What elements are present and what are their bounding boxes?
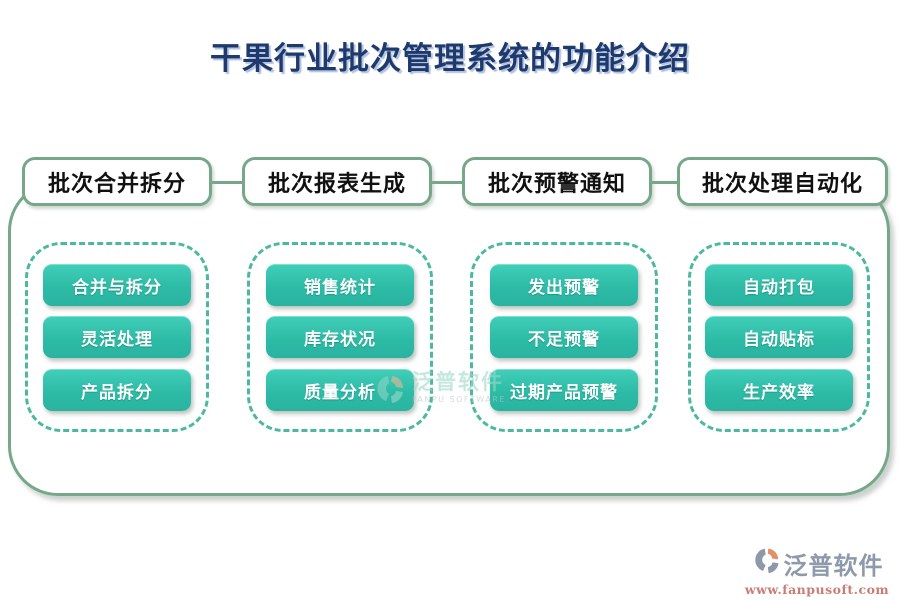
group-merge-split: 合并与拆分 灵活处理 产品拆分 (25, 242, 209, 432)
feature-pill: 产品拆分 (43, 368, 191, 411)
feature-pill: 过期产品预警 (490, 368, 638, 411)
group-warning: 发出预警 不足预警 过期产品预警 (470, 242, 658, 432)
footer-logo: 泛普软件 www.fanpusoft.com (744, 546, 890, 597)
feature-pill: 质量分析 (266, 368, 414, 411)
fanpu-logo-icon (751, 546, 782, 581)
group-automation: 自动打包 自动贴标 生产效率 (688, 242, 870, 432)
column-header-merge-split: 批次合并拆分 (22, 157, 212, 206)
feature-pill: 合并与拆分 (43, 263, 191, 306)
column-header-warning: 批次预警通知 (462, 157, 652, 206)
footer-brand-text: 泛普软件 (783, 552, 884, 580)
feature-pill: 自动打包 (705, 263, 853, 306)
column-header-automation: 批次处理自动化 (677, 157, 888, 206)
footer-url-text: www.fanpusoft.com (744, 582, 890, 597)
main-container-frame (8, 181, 890, 496)
feature-pill: 库存状况 (266, 316, 414, 358)
feature-pill: 发出预警 (490, 263, 638, 306)
feature-pill: 销售统计 (266, 263, 414, 306)
feature-pill: 灵活处理 (43, 316, 191, 358)
feature-pill: 不足预警 (490, 316, 638, 358)
feature-pill: 生产效率 (705, 368, 853, 411)
column-header-report: 批次报表生成 (242, 157, 432, 206)
feature-pill: 自动贴标 (705, 316, 853, 358)
page-title: 干果行业批次管理系统的功能介绍 (210, 41, 690, 77)
group-report: 销售统计 库存状况 质量分析 (247, 242, 433, 432)
